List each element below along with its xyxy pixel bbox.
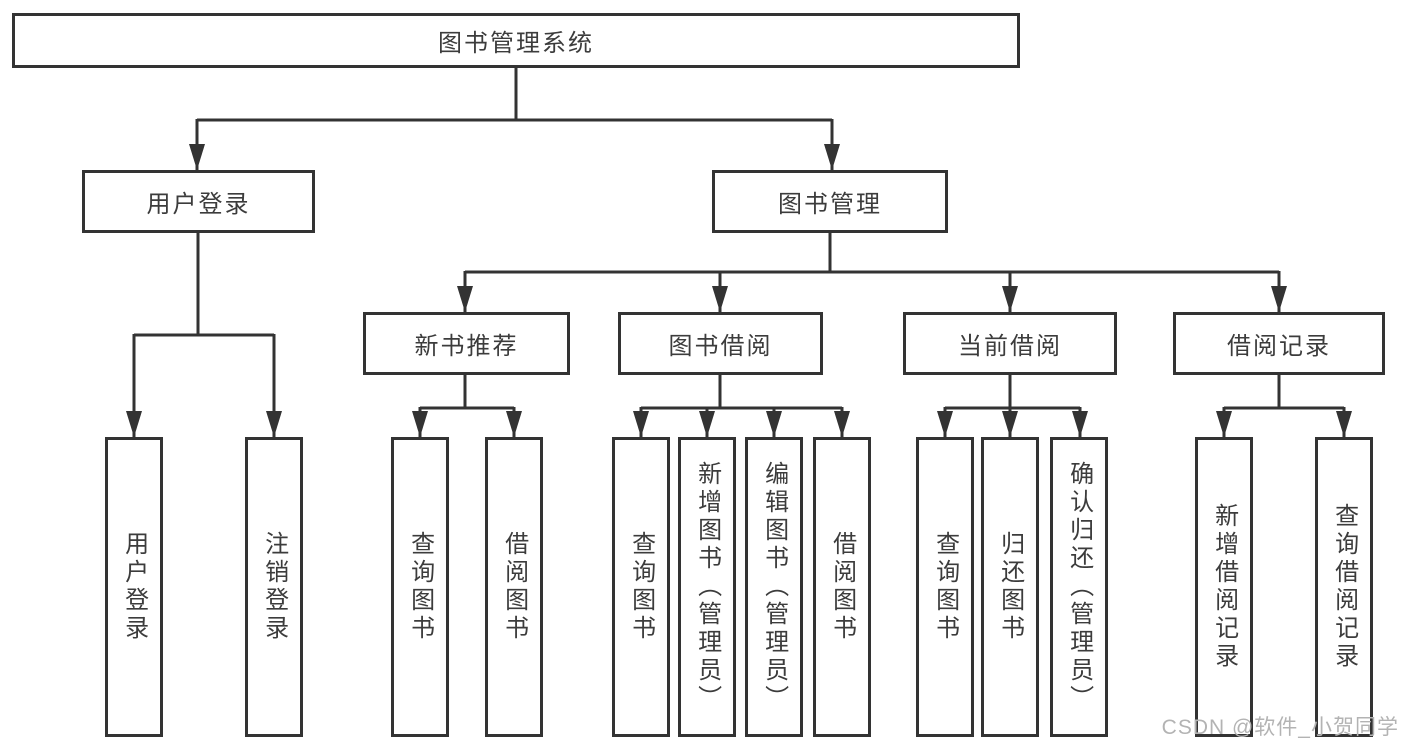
node-label: 用户登录	[120, 531, 148, 643]
node-label: 确认归还（管理员）	[1065, 461, 1093, 713]
connector-new-book-branch	[412, 375, 522, 437]
node-label: 查询图书	[627, 531, 655, 643]
leaf-logout: 注销登录	[245, 437, 303, 737]
leaf-add-book-admin: 新增图书（管理员）	[678, 437, 736, 737]
leaf-borrow-books-recommend: 借阅图书	[485, 437, 543, 737]
node-label: 借阅记录	[1227, 333, 1331, 360]
node-book-borrow: 图书借阅	[618, 312, 823, 375]
node-library-management-system: 图书管理系统	[12, 13, 1020, 68]
node-label: 注销登录	[260, 531, 288, 643]
node-user-login: 用户登录	[82, 170, 315, 233]
node-label: 新增图书（管理员）	[693, 461, 721, 713]
leaf-query-borrow-record: 查询借阅记录	[1315, 437, 1373, 737]
node-label: 编辑图书（管理员）	[760, 461, 788, 713]
node-label: 新书推荐	[414, 333, 519, 360]
node-label: 查询图书	[406, 531, 434, 643]
connector-root-to-level2	[189, 68, 840, 170]
node-current-borrow: 当前借阅	[903, 312, 1117, 375]
node-book-management: 图书管理	[712, 170, 948, 233]
leaf-query-books-borrow: 查询图书	[612, 437, 670, 737]
connector-book-borrow-branch	[633, 375, 850, 437]
node-label: 查询借阅记录	[1330, 503, 1358, 671]
node-label: 归还图书	[996, 531, 1024, 643]
leaf-edit-book-admin: 编辑图书（管理员）	[745, 437, 803, 737]
connector-current-borrow-branch	[937, 375, 1088, 437]
leaf-query-books-recommend: 查询图书	[391, 437, 449, 737]
leaf-borrow-books-borrow: 借阅图书	[813, 437, 871, 737]
connector-book-management-branch	[457, 233, 1287, 312]
leaf-return-book: 归还图书	[981, 437, 1039, 737]
connector-user-login-branch	[126, 233, 282, 437]
csdn-watermark: CSDN @软件_小贺同学	[1161, 716, 1399, 739]
leaf-user-login: 用户登录	[105, 437, 163, 737]
connector-borrow-record-branch	[1216, 375, 1352, 437]
node-label: 图书借阅	[668, 333, 773, 360]
node-label: 图书管理	[778, 191, 882, 218]
node-label: 借阅图书	[500, 531, 528, 643]
node-label: 当前借阅	[958, 333, 1062, 360]
node-label: 图书管理系统	[438, 30, 594, 57]
node-label: 新增借阅记录	[1210, 503, 1238, 671]
node-borrow-record: 借阅记录	[1173, 312, 1385, 375]
node-new-book-recommend: 新书推荐	[363, 312, 570, 375]
node-label: 用户登录	[146, 191, 251, 218]
leaf-confirm-return-admin: 确认归还（管理员）	[1050, 437, 1108, 737]
leaf-query-books-current: 查询图书	[916, 437, 974, 737]
node-label: 查询图书	[931, 531, 959, 643]
leaf-add-borrow-record: 新增借阅记录	[1195, 437, 1253, 737]
node-label: 借阅图书	[828, 531, 856, 643]
